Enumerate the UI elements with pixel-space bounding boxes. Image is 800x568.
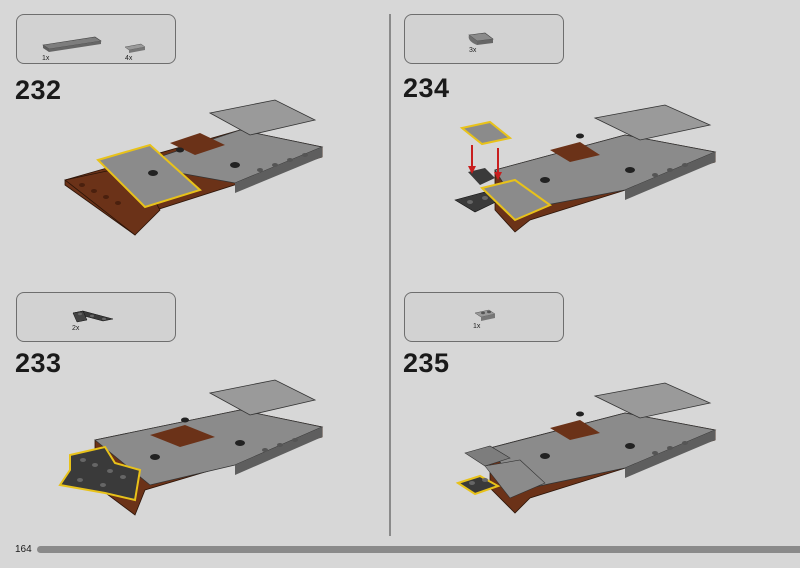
- step-number-233: 233: [15, 348, 62, 378]
- model-step-232: [64, 99, 324, 236]
- part-qty-1: 2x: [72, 325, 80, 332]
- parts-box-step-235: 1x: [404, 292, 564, 342]
- parts-box-step-233: 2x: [16, 292, 176, 342]
- parts-illustration: [468, 32, 494, 45]
- page-number: 164: [15, 544, 32, 555]
- parts-box-step-234: 3x: [404, 14, 564, 64]
- progress-bar: [37, 546, 800, 553]
- parts-illustration: [42, 36, 146, 53]
- part-qty-1: 1x: [473, 323, 481, 330]
- parts-box-step-232: 1x 4x: [16, 14, 176, 64]
- parts-illustration: [474, 309, 496, 321]
- model-step-235: [455, 382, 717, 514]
- model-step-233: [58, 379, 324, 516]
- step-number-234: 234: [403, 73, 450, 103]
- part-qty-1: 3x: [469, 47, 477, 54]
- step-number-232: 232: [15, 75, 62, 105]
- part-qty-1: 1x: [42, 55, 50, 62]
- part-qty-2: 4x: [125, 55, 133, 62]
- step-number-235: 235: [403, 348, 450, 378]
- parts-illustration: [72, 310, 114, 323]
- model-step-234: [454, 104, 717, 233]
- page-divider: [389, 14, 391, 536]
